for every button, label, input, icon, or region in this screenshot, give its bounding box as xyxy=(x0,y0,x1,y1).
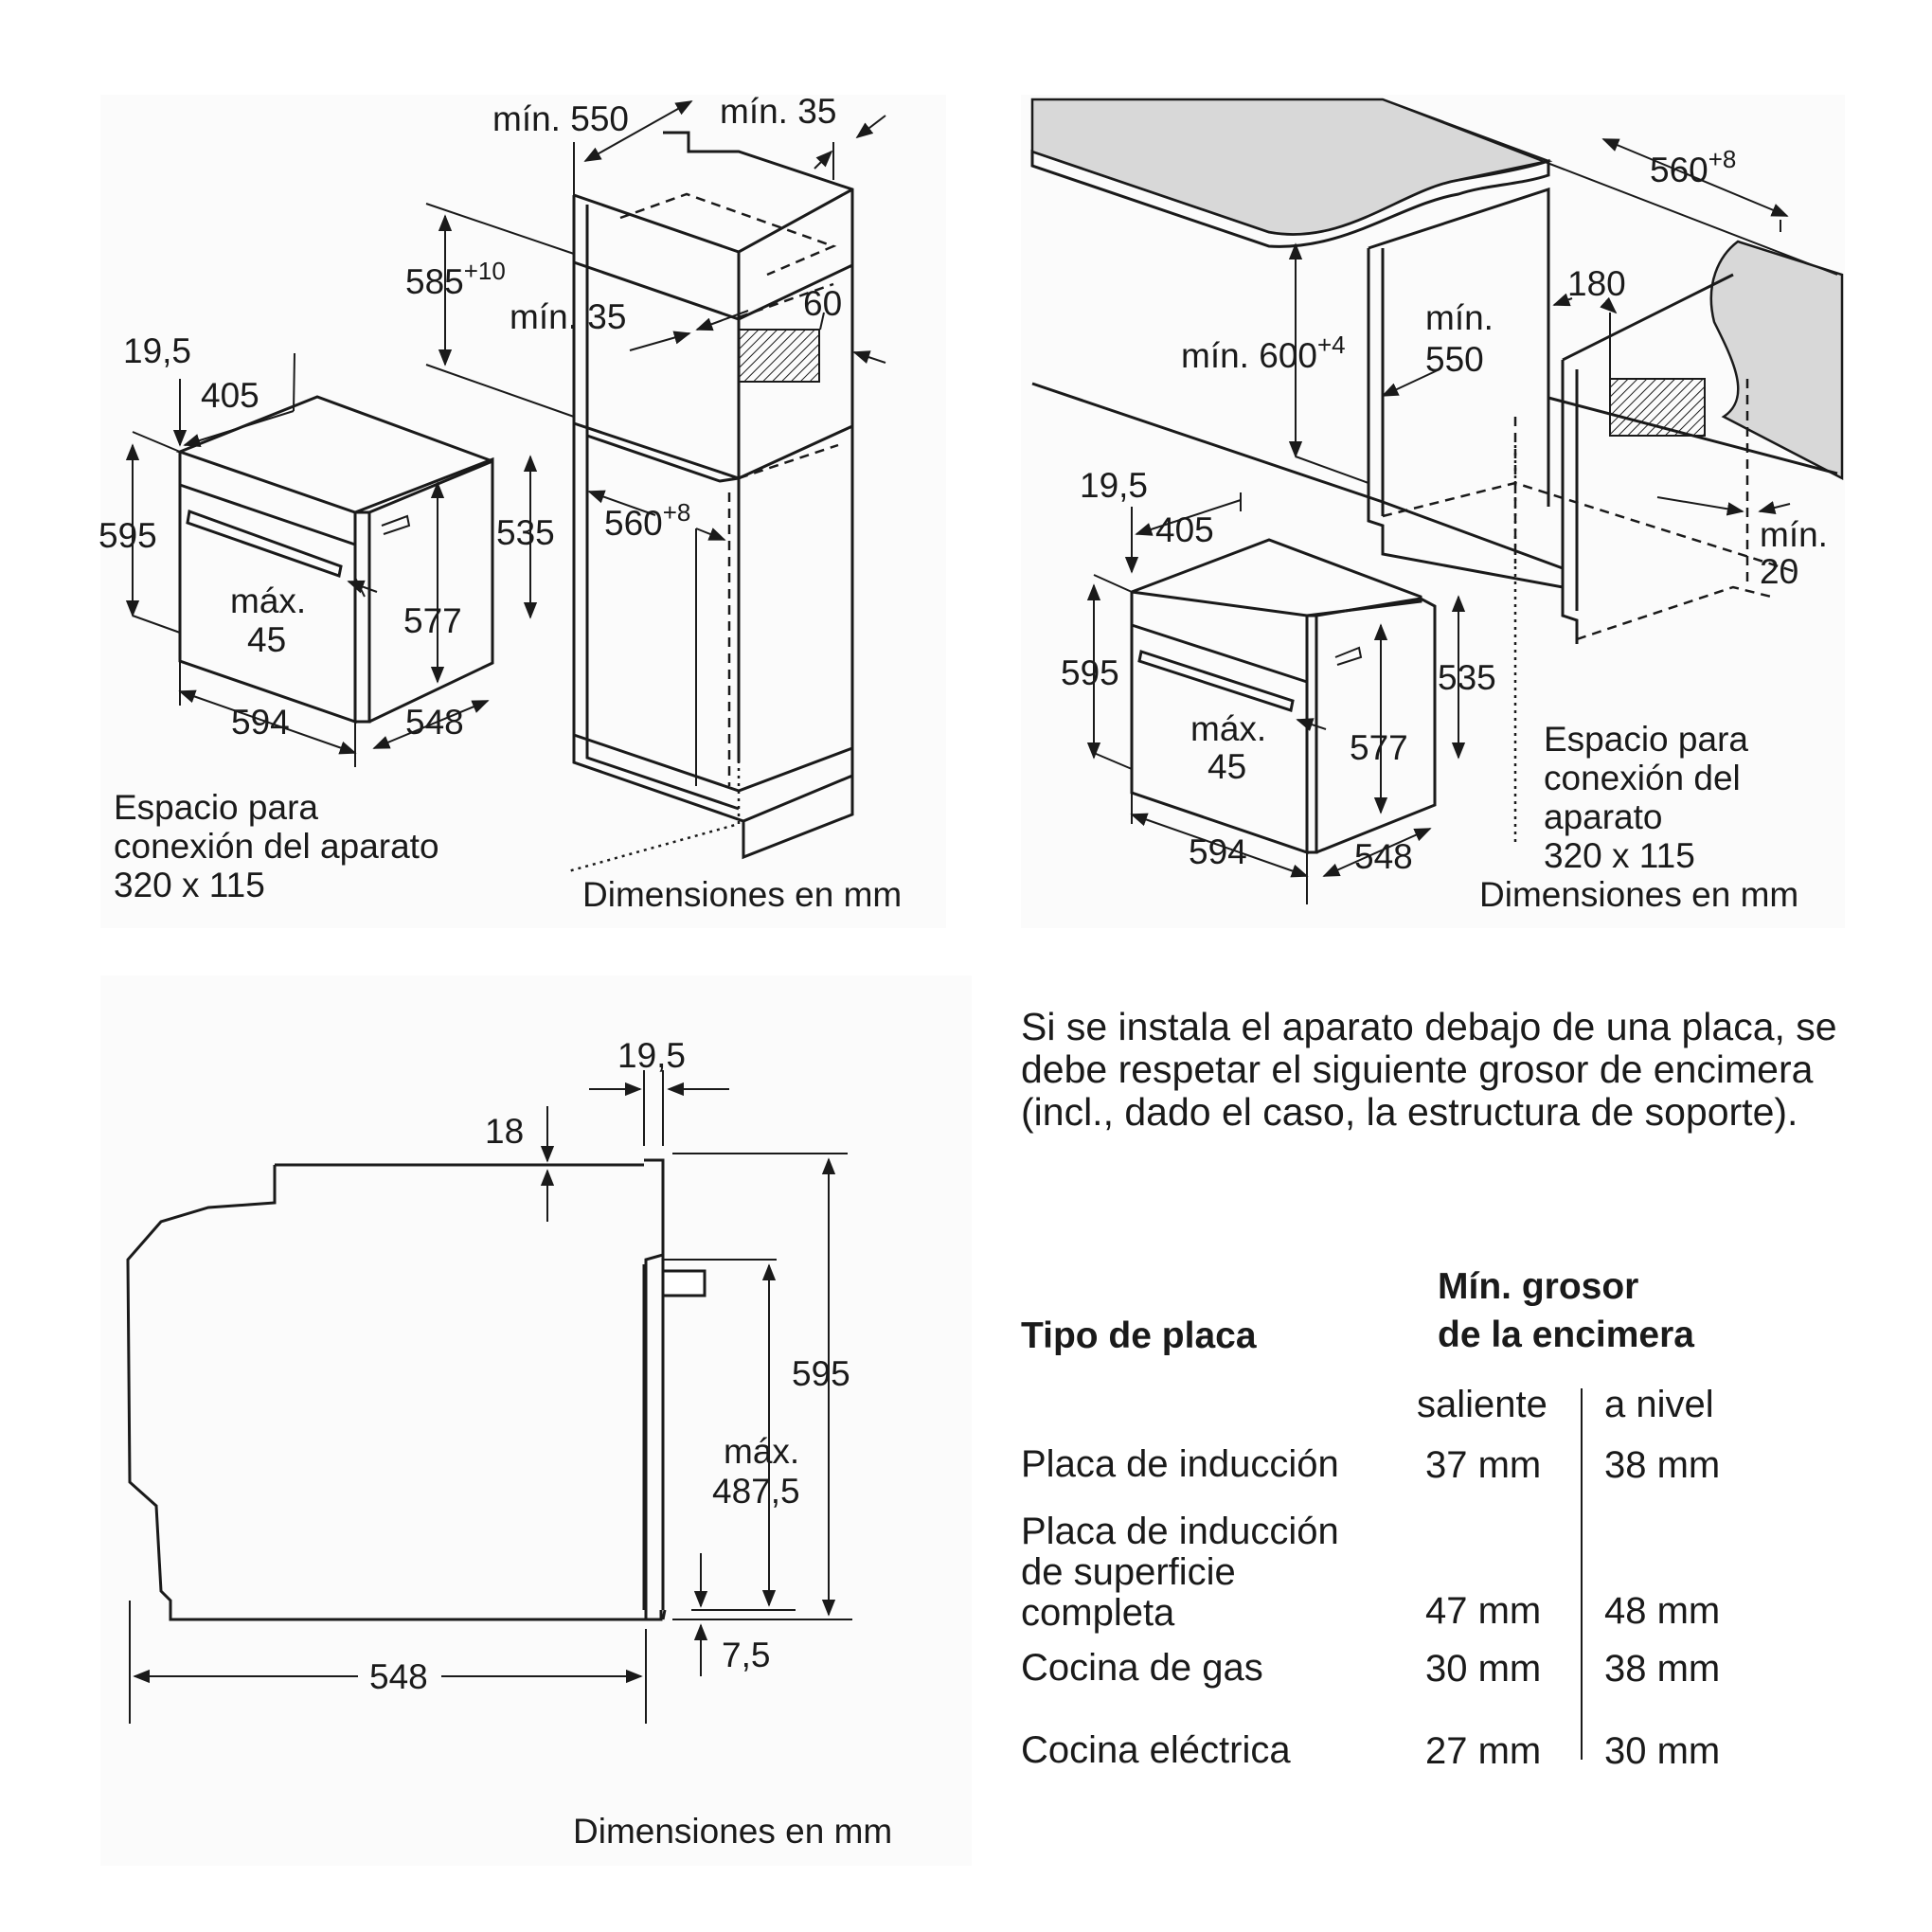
cabinet-dims-left xyxy=(425,100,886,786)
dim-max-side: máx. xyxy=(724,1432,799,1471)
oven-dims-right xyxy=(1086,492,1466,904)
dim-180-under: 180 xyxy=(1567,264,1626,303)
dim-548-left: 548 xyxy=(405,703,464,742)
dim-min-35-top: mín. 35 xyxy=(720,92,836,131)
table-row-type: Placa de inducción xyxy=(1021,1443,1339,1485)
table-row-saliente: 37 mm xyxy=(1425,1444,1542,1486)
dim-535-right: 535 xyxy=(1438,658,1496,697)
dim-45-left: 45 xyxy=(247,620,286,659)
table-row-type: Cocina eléctrica xyxy=(1021,1729,1291,1771)
oven-drawing-left xyxy=(175,395,494,724)
dim-18-side: 18 xyxy=(485,1112,524,1151)
dim-405-right: 405 xyxy=(1155,510,1214,549)
dim-19-5-left: 19,5 xyxy=(123,331,191,370)
dim-595-right: 595 xyxy=(1061,653,1119,692)
table-row-type: Placa de inducción de superficie complet… xyxy=(1021,1511,1339,1634)
table-col-nivel: a nivel xyxy=(1604,1384,1714,1425)
dim-595-left: 595 xyxy=(98,516,157,555)
dim-19-5-right: 19,5 xyxy=(1080,466,1148,505)
panel-tall-cabinet-bg xyxy=(100,95,946,928)
dim-min-35-cabinet: mín. 35 xyxy=(510,297,626,336)
dim-548-side-mask xyxy=(358,1655,441,1698)
dim-487-5-side: 487,5 xyxy=(712,1472,800,1511)
connection-note-right: Espacio para conexión del aparato 320 x … xyxy=(1544,720,1748,875)
side-section-drawing xyxy=(126,1158,707,1621)
caption-side: Dimensiones en mm xyxy=(573,1812,893,1851)
dim-594-left: 594 xyxy=(231,703,290,742)
dim-548-side: 548 xyxy=(369,1657,428,1696)
dim-min-600-under: mín. 600+4 xyxy=(1181,331,1346,375)
dim-45-right: 45 xyxy=(1208,747,1246,786)
dim-535-left: 535 xyxy=(496,513,555,552)
connection-note-left: Espacio para conexión del aparato 320 x … xyxy=(114,788,439,904)
under-counter-cavity xyxy=(1031,187,1838,843)
dim-577-left: 577 xyxy=(403,601,462,640)
table-row-saliente: 47 mm xyxy=(1425,1590,1542,1632)
side-section-dims xyxy=(129,1070,852,1724)
table-row-nivel: 38 mm xyxy=(1604,1444,1721,1486)
table-col-saliente: saliente xyxy=(1417,1384,1547,1425)
dim-60-cabinet: 60 xyxy=(803,284,842,323)
panel-under-counter-bg xyxy=(1021,95,1845,928)
dim-min-20-value: 20 xyxy=(1760,552,1798,591)
table-row-saliente: 30 mm xyxy=(1425,1648,1542,1690)
dim-548-right: 548 xyxy=(1354,837,1413,876)
table-column-divider xyxy=(1581,1388,1583,1760)
table-header-type: Tipo de placa xyxy=(1021,1315,1257,1356)
dim-min-20-label: mín. xyxy=(1760,515,1828,554)
table-row-type: Cocina de gas xyxy=(1021,1647,1263,1689)
table-row-nivel: 30 mm xyxy=(1604,1730,1721,1772)
dim-max-left: máx. xyxy=(230,581,306,620)
countertop-note: Si se instala el aparato debajo de una p… xyxy=(1021,1005,1837,1134)
dim-595-side: 595 xyxy=(792,1354,850,1393)
dim-405-left: 405 xyxy=(201,376,259,415)
dim-max-right: máx. xyxy=(1190,709,1266,748)
dim-550-under: 550 xyxy=(1425,340,1484,379)
caption-left: Dimensiones en mm xyxy=(582,875,903,914)
worktop-drawing xyxy=(1030,98,1844,481)
dim-19-5-side: 19,5 xyxy=(617,1036,686,1075)
oven-drawing-right xyxy=(1130,538,1437,855)
caption-right: Dimensiones en mm xyxy=(1479,875,1799,914)
table-header-min: Mín. grosor de la encimera xyxy=(1438,1266,1694,1355)
dim-560-cabinet: 560+8 xyxy=(604,498,690,543)
dim-min-label-under: mín. xyxy=(1425,298,1494,337)
dim-594-right: 594 xyxy=(1189,832,1247,871)
cabinet-drawing-left xyxy=(567,131,854,873)
dim-577-right: 577 xyxy=(1350,728,1408,767)
table-row-nivel: 38 mm xyxy=(1604,1648,1721,1690)
under-counter-dims xyxy=(1288,138,1791,516)
oven-dims-left xyxy=(125,352,538,767)
dim-min-550-cabinet: mín. 550 xyxy=(492,99,629,138)
dim-7-5-side: 7,5 xyxy=(722,1636,770,1674)
table-row-saliente: 27 mm xyxy=(1425,1730,1542,1772)
dim-585-cabinet: 585+10 xyxy=(405,257,506,301)
table-row-nivel: 48 mm xyxy=(1604,1590,1721,1632)
dim-560-under: 560+8 xyxy=(1650,145,1736,189)
